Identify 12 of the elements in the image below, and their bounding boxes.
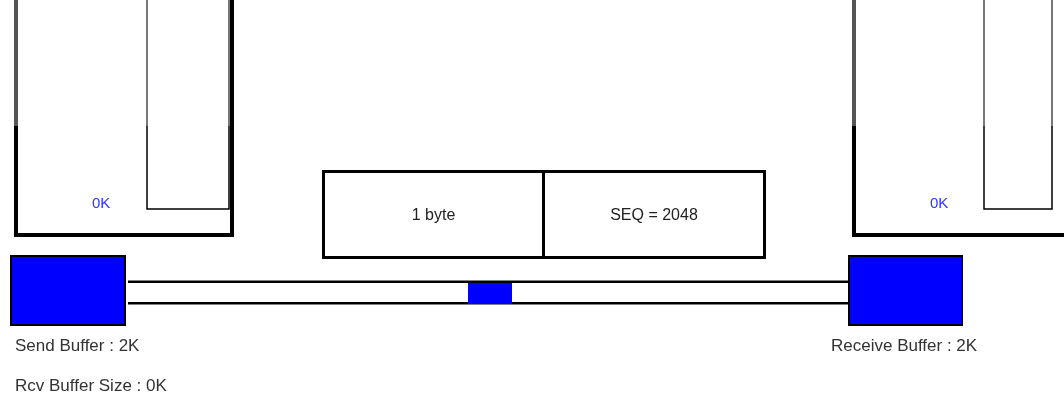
buffer-container <box>14 0 234 237</box>
buffer-container <box>852 0 1064 237</box>
buffer-block <box>848 255 963 326</box>
buffer-level-label: 0K <box>92 194 111 211</box>
buffer-block <box>10 255 126 326</box>
connection-pipe <box>128 280 848 305</box>
segment-field: 1 byte <box>322 170 545 259</box>
buffer-caption: Receive Buffer : 2K <box>831 336 978 356</box>
buffer-level-label: 0K <box>930 194 949 211</box>
buffer-caption: Rcv Buffer Size : 0K <box>15 376 167 396</box>
buffer-caption: Send Buffer : 2K <box>15 336 140 356</box>
segment-field: SEQ = 2048 <box>542 170 766 259</box>
